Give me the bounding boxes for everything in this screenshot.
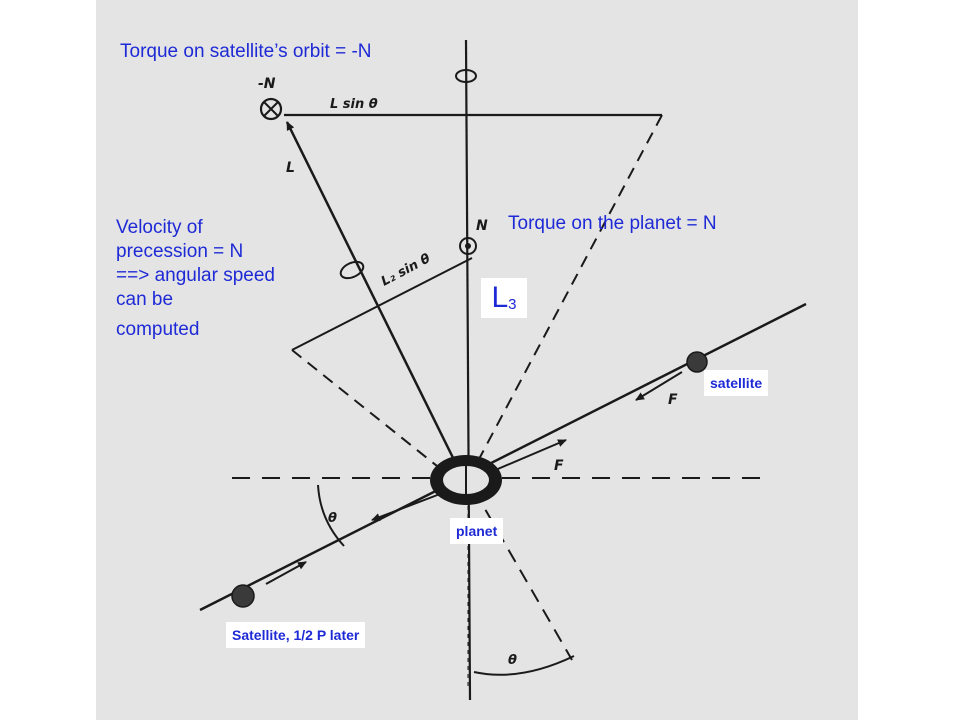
L-vector bbox=[285, 121, 464, 477]
N-torque-icon bbox=[459, 237, 477, 255]
cone-bottom-dashed bbox=[473, 489, 573, 661]
L2-rotation-icon bbox=[339, 260, 365, 280]
L3-subscript: 3 bbox=[508, 296, 517, 313]
theta-bottom-sketch-label: θ bbox=[508, 653, 517, 668]
satellite-later-icon bbox=[231, 584, 255, 608]
minus-N-sketch-label: -N bbox=[258, 76, 276, 92]
torque-orbit-label: Torque on satellite’s orbit = -N bbox=[120, 41, 372, 62]
force-arrow-lower bbox=[371, 493, 441, 521]
theta-arc-bottom bbox=[473, 655, 575, 676]
velocity-line-4: can be bbox=[116, 289, 174, 310]
orbit-plane-line bbox=[199, 302, 807, 612]
satellite-later-label: Satellite, 1/2 P later bbox=[226, 622, 366, 648]
velocity-line-5: computed bbox=[116, 319, 200, 340]
scanned-figure-background bbox=[96, 0, 858, 720]
L2-sin-theta-line bbox=[291, 257, 473, 351]
satellite-label: satellite bbox=[704, 370, 769, 396]
cone-left-lower-dashed bbox=[291, 349, 453, 479]
force-arrow-satellite-later bbox=[265, 561, 307, 585]
planet-label: planet bbox=[450, 518, 504, 544]
L-sketch-label: L bbox=[286, 160, 295, 176]
velocity-line-1: Velocity of bbox=[116, 217, 203, 238]
F-lower-sketch-label: F bbox=[554, 458, 564, 474]
theta-arc-left bbox=[317, 484, 345, 547]
satellite-icon bbox=[686, 351, 708, 373]
L-sin-theta-sketch-label: L sin θ bbox=[330, 97, 378, 112]
theta-left-sketch-label: θ bbox=[328, 511, 337, 526]
minus-N-torque-icon bbox=[259, 97, 283, 121]
N-sketch-label: N bbox=[476, 218, 488, 234]
planet-icon bbox=[430, 455, 502, 505]
velocity-line-2: precession = N bbox=[116, 241, 244, 262]
torque-planet-label: Torque on the planet = N bbox=[508, 213, 717, 234]
velocity-line-3: ==> angular speed bbox=[116, 265, 275, 286]
velocity-precession-note: Velocity of precession = N ==> angular s… bbox=[116, 216, 275, 342]
axis-rotation-icon bbox=[455, 69, 477, 83]
L3-label-box: L3 bbox=[481, 278, 527, 318]
L2-sin-theta-sketch-label: L₂ sin θ bbox=[379, 251, 433, 289]
L3-main: L bbox=[491, 281, 509, 314]
force-arrow-satellite bbox=[635, 371, 683, 401]
F-upper-sketch-label: F bbox=[668, 392, 678, 408]
cone-right-dashed bbox=[469, 114, 663, 477]
vertical-axis bbox=[464, 39, 472, 701]
force-arrow-upper bbox=[485, 439, 567, 475]
